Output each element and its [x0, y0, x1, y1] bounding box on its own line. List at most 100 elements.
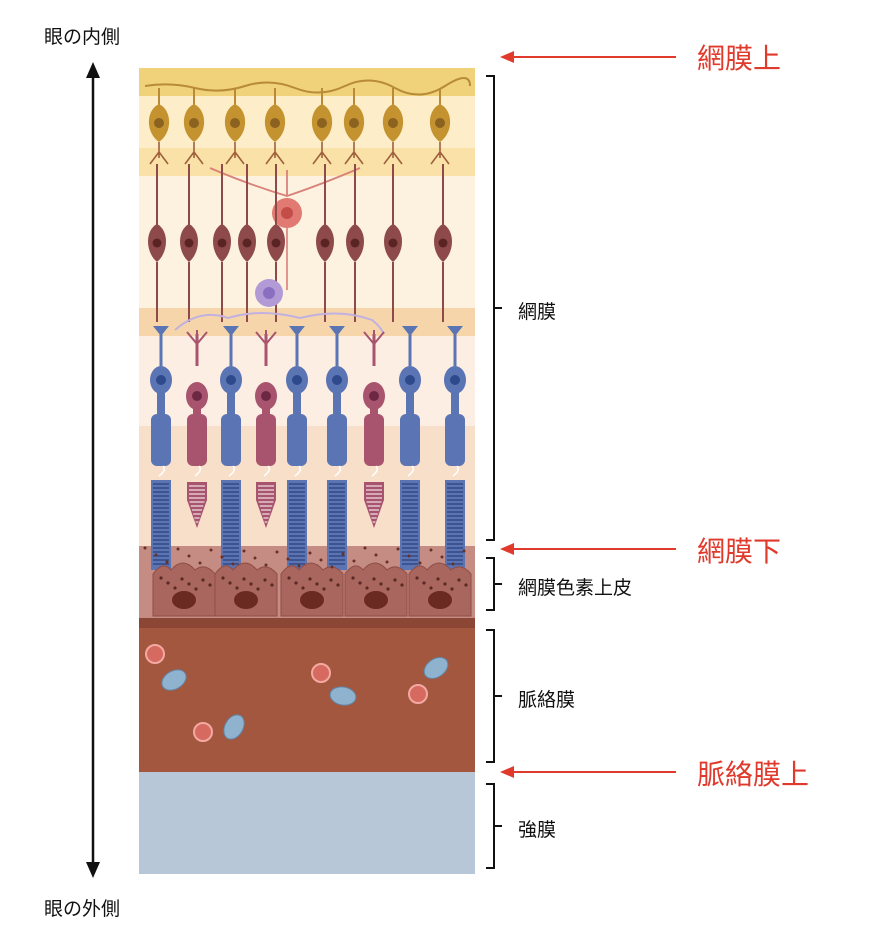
- rod-cell-neck: [451, 392, 459, 414]
- red-blood-cell: [193, 722, 213, 742]
- melanin-granule: [270, 583, 274, 587]
- bracket-rpe: [486, 557, 502, 611]
- bracket-sclera: [486, 783, 502, 869]
- melanin-granule: [330, 565, 334, 569]
- horizontal-dendrites: [174, 312, 385, 335]
- layer-label-sclera: 強膜: [518, 819, 557, 841]
- melanin-granule: [358, 581, 362, 585]
- bipolar-nucleus: [184, 238, 194, 248]
- rod-cell-terminal: [402, 326, 418, 336]
- melanin-granule: [393, 578, 397, 582]
- bipolar-nucleus: [271, 238, 281, 248]
- rod-cell-neck: [227, 392, 235, 414]
- placement-label-suprachoroidal: 脈絡膜上: [697, 758, 810, 791]
- melanin-granule: [228, 581, 232, 585]
- rod-cell-neck: [333, 392, 341, 414]
- layer-label-choroid: 脈絡膜: [518, 689, 576, 711]
- melanin-granule: [457, 578, 461, 582]
- rod-cell-inner-segment: [287, 414, 307, 466]
- eye-outer-label: 眼の外側: [44, 898, 121, 920]
- rpe-cell: [408, 562, 472, 617]
- melanin-granule: [194, 587, 198, 591]
- melanin-granule: [209, 548, 213, 552]
- melanin-granule: [396, 547, 400, 551]
- sclera-layer: [139, 772, 475, 874]
- melanin-granule: [166, 581, 170, 585]
- rod-cell-terminal: [447, 326, 463, 336]
- melanin-granule: [451, 562, 455, 566]
- melanin-granule: [208, 583, 212, 587]
- ganglion-nucleus: [317, 118, 327, 128]
- rpe-nucleus: [234, 591, 258, 609]
- cone-cell-cilium: [263, 465, 271, 477]
- rod-cell-nucleus: [226, 375, 236, 385]
- melanin-granule: [242, 577, 246, 581]
- rod-cell-inner-segment: [151, 414, 171, 466]
- eye-inner-label: 眼の内側: [44, 26, 121, 48]
- rod-cell-inner-segment: [327, 414, 347, 466]
- rpe-cell: [280, 562, 344, 617]
- rod-cell-cilium: [407, 465, 415, 477]
- red-blood-cell: [311, 663, 331, 683]
- melanin-granule: [365, 586, 369, 590]
- ganglion-dendrite: [430, 142, 450, 165]
- melanin-granule: [372, 577, 376, 581]
- ganglion-nucleus: [435, 118, 445, 128]
- amacrine-nucleus: [281, 207, 293, 219]
- bipolar-nucleus: [388, 238, 398, 248]
- rpe-nucleus: [300, 591, 324, 609]
- layer-label-retina: 網膜: [518, 301, 557, 323]
- ganglion-nucleus: [230, 118, 240, 128]
- ganglion-nucleus: [154, 118, 164, 128]
- melanin-granule: [363, 546, 367, 550]
- melanin-granule: [201, 578, 205, 582]
- melanin-granule: [386, 587, 390, 591]
- rod-cell-cilium: [294, 465, 302, 477]
- layer-brackets: [486, 75, 502, 869]
- melanin-granule: [176, 547, 180, 551]
- melanin-granule: [242, 549, 246, 553]
- bruch-membrane: [139, 618, 475, 628]
- melanin-granule: [263, 578, 267, 582]
- melanin-granule: [450, 587, 454, 591]
- layer-label-rpe: 網膜色素上皮: [518, 577, 633, 599]
- ganglion-dendrite: [225, 142, 245, 165]
- retinal-cells: [144, 77, 471, 570]
- blood-vessel-cell: [161, 669, 187, 691]
- melanin-granule: [308, 577, 312, 581]
- melanin-granule: [400, 583, 404, 587]
- rod-cell-neck: [293, 392, 301, 414]
- ganglion-nucleus: [270, 118, 280, 128]
- bracket-retina: [486, 75, 502, 541]
- cone-cell-neck: [262, 408, 270, 418]
- blood-vessel-cell: [329, 686, 357, 706]
- melanin-granule: [286, 557, 290, 561]
- rod-cell-nucleus: [292, 375, 302, 385]
- rod-cell-terminal: [223, 326, 239, 336]
- choroid-blood-cells: [145, 644, 449, 742]
- rod-cell-cilium: [452, 465, 460, 477]
- melanin-granule: [422, 581, 426, 585]
- melanin-granule: [154, 553, 158, 557]
- melanin-granule: [264, 563, 268, 567]
- cone-cell-inner-segment: [364, 414, 384, 466]
- melanin-granule: [165, 560, 169, 564]
- melanin-granule: [198, 561, 202, 565]
- cone-cell-neck: [193, 408, 201, 418]
- bipolar-nucleus: [320, 238, 330, 248]
- melanin-granule: [235, 586, 239, 590]
- melanin-granule: [315, 582, 319, 586]
- rod-cell-cilium: [228, 465, 236, 477]
- rpe-cell: [344, 562, 408, 617]
- melanin-granule: [256, 587, 260, 591]
- melanin-granule: [294, 581, 298, 585]
- ganglion-dendrite: [265, 142, 285, 165]
- rod-cell-terminal: [329, 326, 345, 336]
- melanin-granule: [351, 576, 355, 580]
- melanin-granule: [173, 586, 177, 590]
- rod-cell-terminal: [153, 326, 169, 336]
- melanin-granule: [352, 559, 356, 563]
- melanin-granule: [287, 576, 291, 580]
- melanin-granule: [297, 564, 301, 568]
- ganglion-nucleus: [189, 118, 199, 128]
